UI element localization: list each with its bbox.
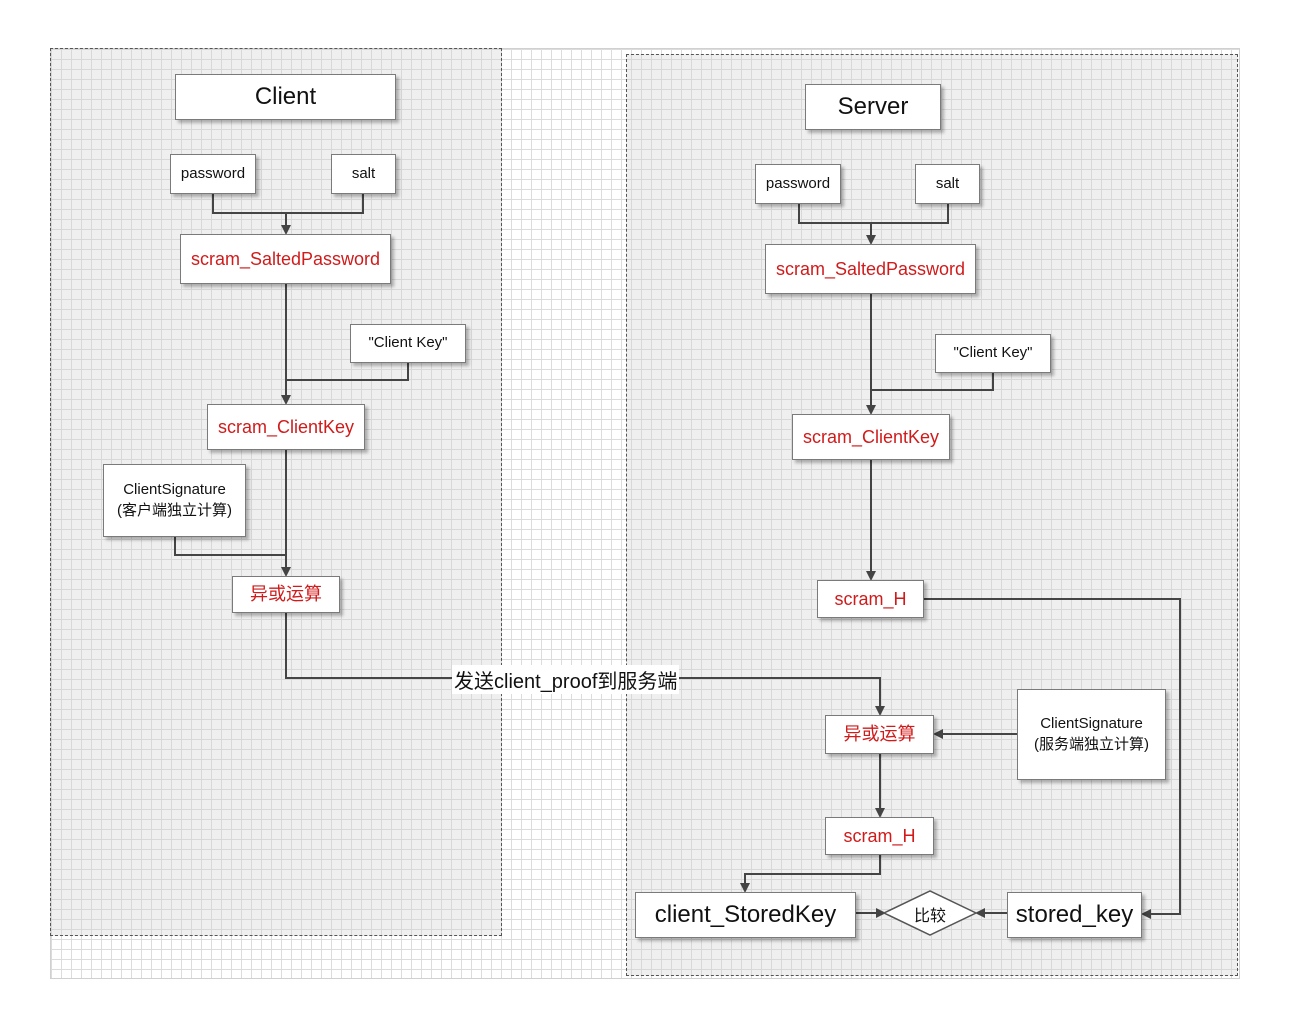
server-hash-node-1: scram_H — [817, 580, 924, 618]
client-xor-node: 异或运算 — [232, 576, 340, 613]
server-signature-node: ClientSignature (服务端独立计算) — [1017, 689, 1166, 780]
stored-key-node: stored_key — [1007, 892, 1142, 938]
diagram-canvas — [50, 48, 1240, 979]
server-salted-password-node: scram_SaltedPassword — [765, 244, 976, 294]
server-hash-node-2: scram_H — [825, 817, 934, 855]
edge-client-keyconst-merge — [286, 362, 409, 381]
client-proof-edge-label: 发送client_proof到服务端 — [452, 665, 680, 694]
edge-client-signature-merge — [174, 537, 286, 556]
server-password-node: password — [755, 164, 841, 204]
edge-server-hash-to-storedkey-client — [740, 854, 881, 893]
edge-server-hash-to-storedkey — [924, 598, 1181, 919]
server-key-constant-node: "Client Key" — [935, 334, 1051, 373]
client-title: Client — [175, 74, 396, 120]
client-key-constant-node: "Client Key" — [350, 324, 466, 363]
edge-server-password-salt-merge — [798, 203, 949, 224]
compare-label: 比较 — [913, 908, 946, 925]
client-salted-password-node: scram_SaltedPassword — [180, 234, 391, 284]
edge-server-keyconst-merge — [871, 372, 994, 391]
edge-client-password-salt-merge — [212, 193, 364, 214]
edge-client-proof-to-server — [285, 612, 885, 716]
server-clientkey-node: scram_ClientKey — [792, 414, 950, 460]
server-title: Server — [805, 84, 941, 130]
server-xor-node: 异或运算 — [825, 715, 934, 754]
client-password-node: password — [170, 154, 256, 194]
client-clientkey-node: scram_ClientKey — [207, 404, 365, 450]
compare-diamond — [882, 890, 978, 936]
client-stored-key-node: client_StoredKey — [635, 892, 856, 938]
server-salt-node: salt — [915, 164, 980, 204]
client-salt-node: salt — [331, 154, 396, 194]
client-signature-node: ClientSignature (客户端独立计算) — [103, 464, 246, 537]
